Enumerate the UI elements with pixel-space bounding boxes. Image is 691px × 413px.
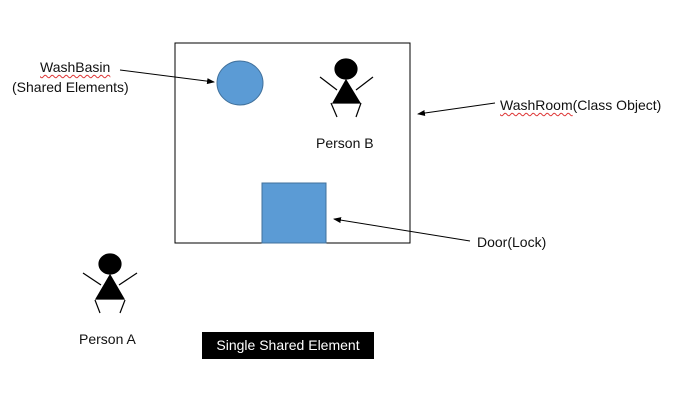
washroom-arrow [417,102,496,116]
person-a-figure [82,253,138,314]
door-arrow [333,217,471,242]
washbasin-label: WashBasin [40,58,110,76]
person-b-figure [319,58,374,118]
washbasin-name: WashBasin [40,59,111,75]
door-square [261,182,327,244]
washbasin-arrow [119,69,215,85]
caption-box: Single Shared Element [202,332,374,359]
washroom-name: WashRoom [500,97,573,113]
washbasin-note: (Shared Elements) [12,79,129,95]
washbasin-circle [216,60,264,106]
person-b-label: Person B [316,135,374,151]
person-a-label: Person A [79,331,136,347]
door-label: Door(Lock) [477,234,547,250]
washroom-note: (Class Object) [572,97,662,113]
washroom-label: WashRoom(Class Object) [500,96,661,114]
